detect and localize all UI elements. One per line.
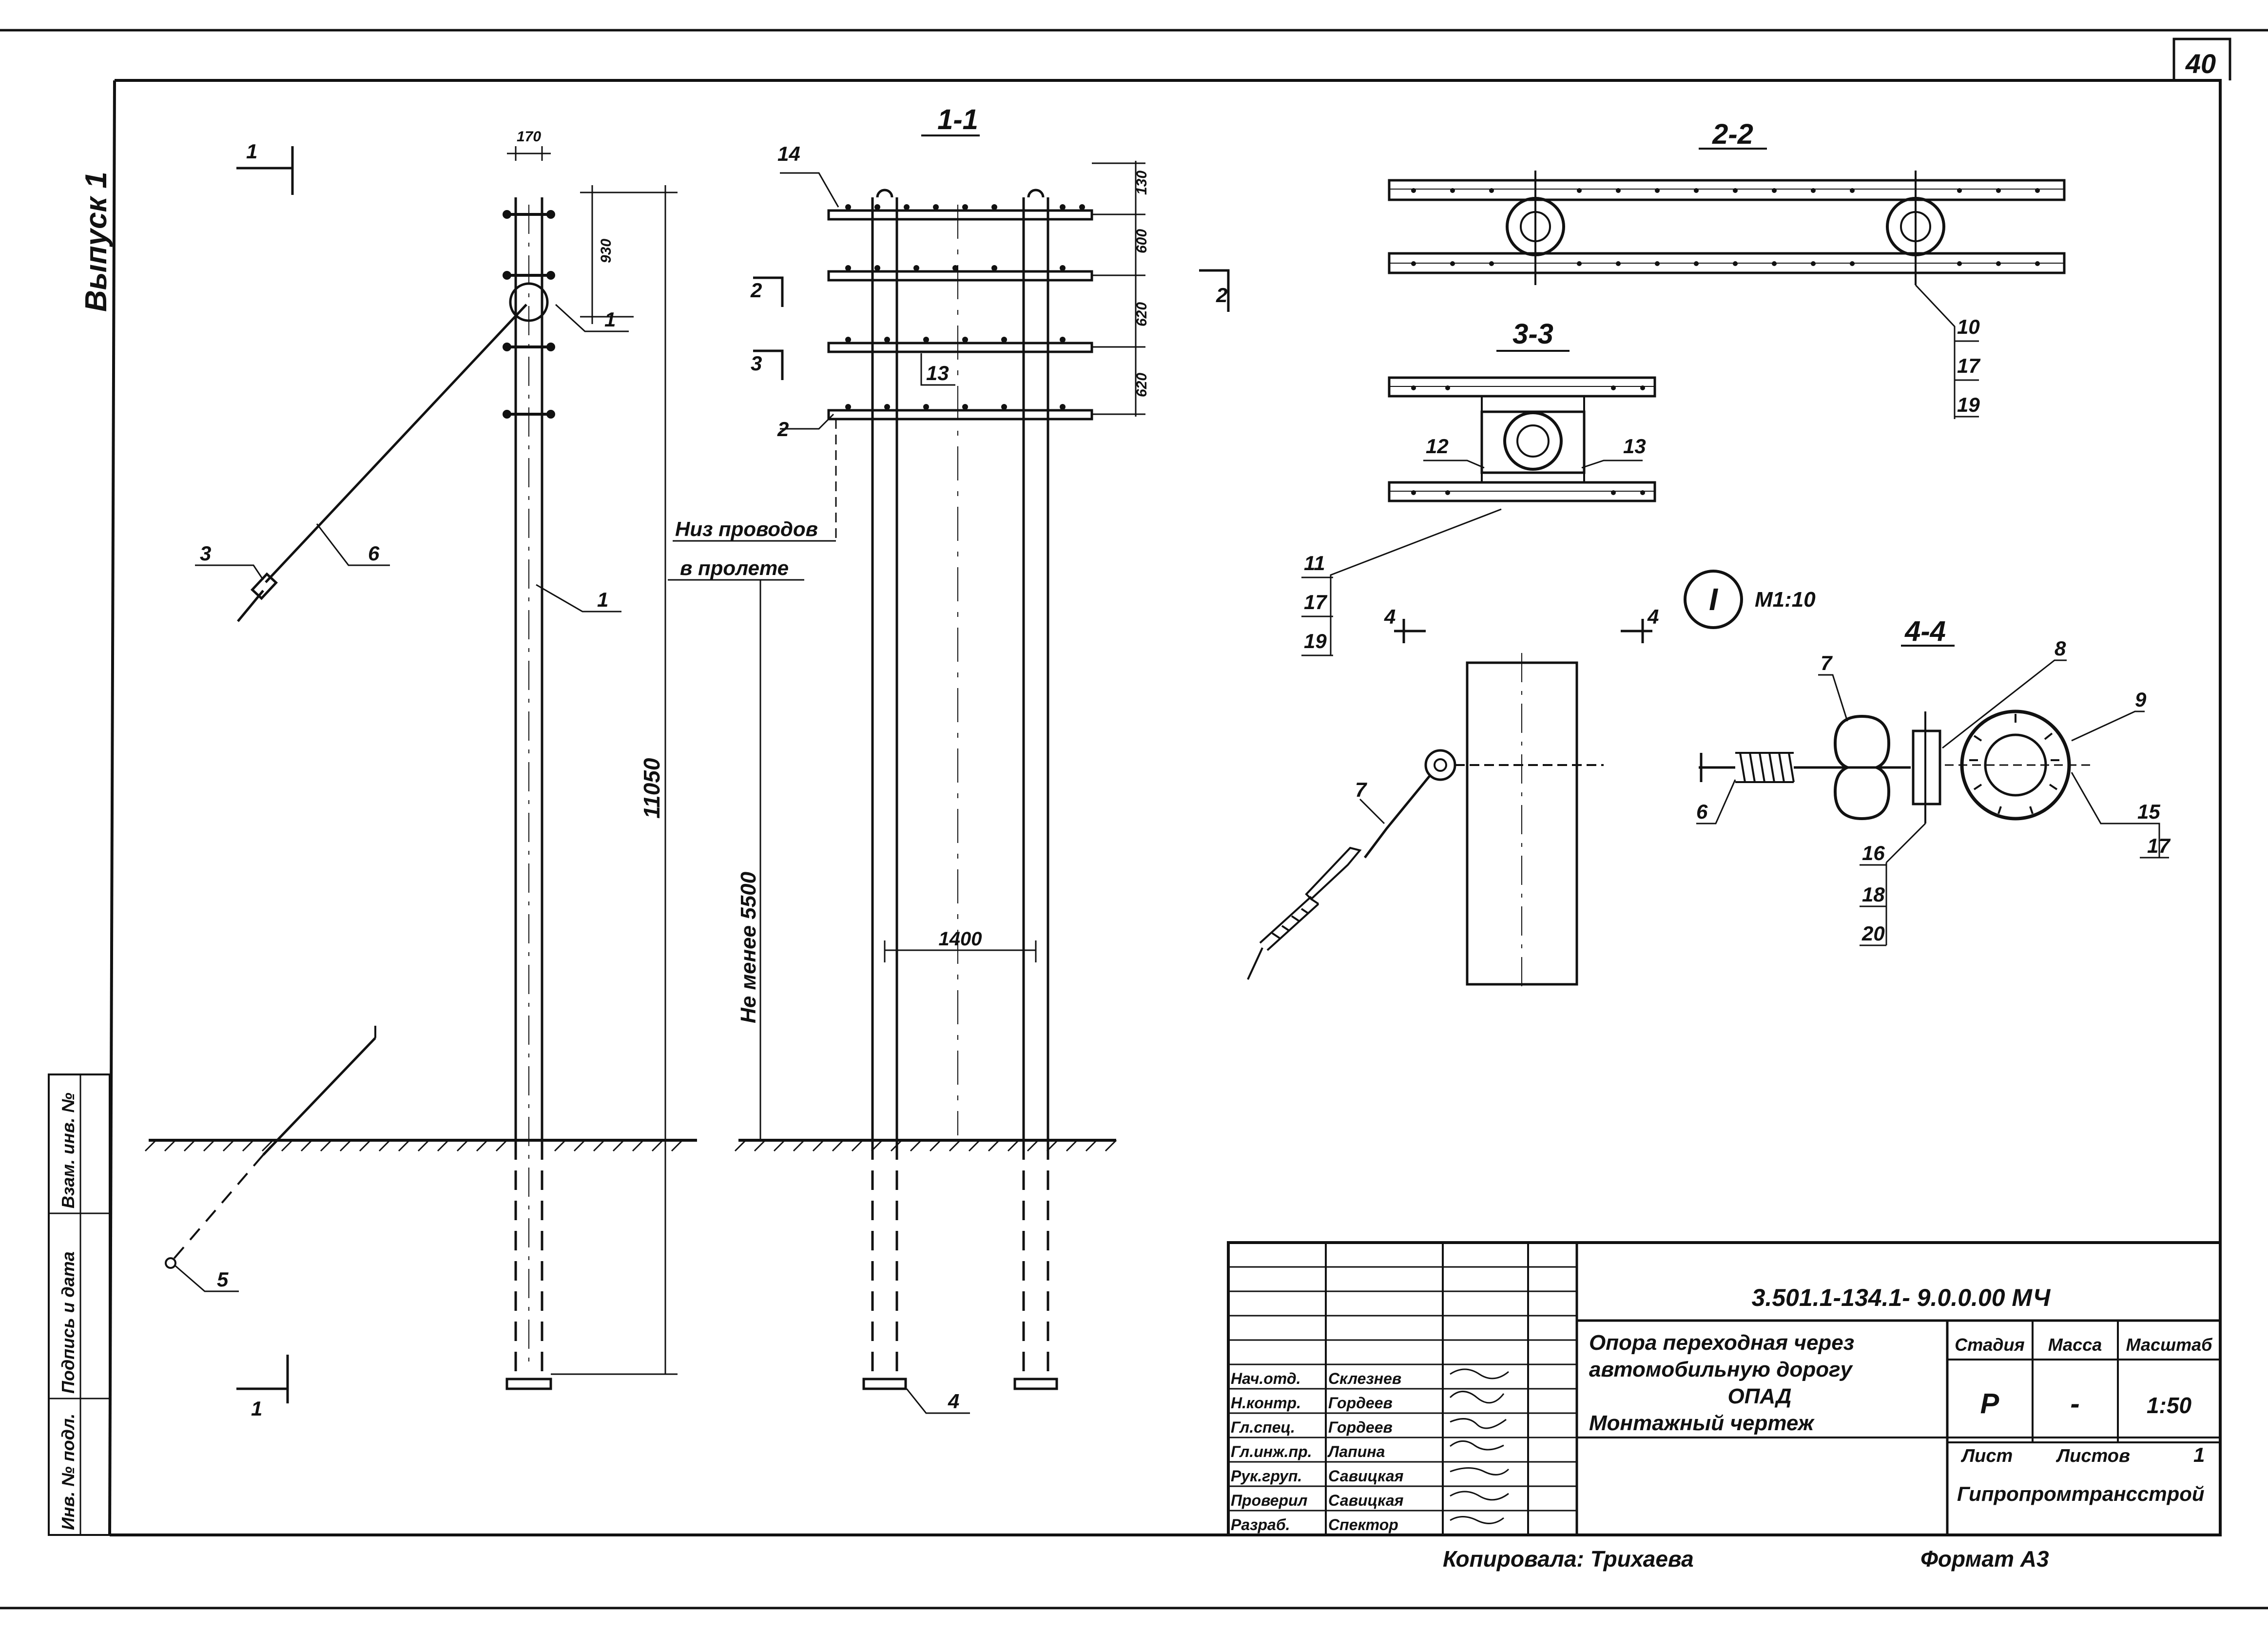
title-block-roles: Нач.отд. Склезнев Н.контр. Гордеев Гл.сп… (1231, 1370, 1404, 1533)
callout-14: 14 (777, 142, 800, 165)
dim-height: 11050 (639, 758, 664, 819)
callout-12: 12 (1426, 435, 1449, 458)
callout-13: 13 (926, 362, 949, 384)
side-note: Выпуск 1 (79, 172, 113, 312)
section-1-1-label: 1-1 (937, 104, 978, 135)
role-name: Савицкая (1328, 1467, 1404, 1485)
format-label: Формат А3 (1920, 1546, 2049, 1572)
scale-value: 1:50 (2147, 1393, 2191, 1418)
note-sag-line2: в пролете (680, 556, 789, 579)
callout-5: 5 (217, 1268, 229, 1291)
section-2-2 (1388, 148, 2066, 419)
role-name: Лапина (1327, 1443, 1385, 1460)
role-row: Гл.инж.пр. (1231, 1443, 1312, 1460)
title-line-3: ОПАД (1727, 1384, 1791, 1408)
role-row: Н.контр. (1231, 1394, 1301, 1412)
section-4-4 (1696, 645, 2169, 946)
role-name: Гордеев (1328, 1418, 1393, 1436)
role-row: Разраб. (1231, 1516, 1290, 1533)
callout-1b: 1 (597, 588, 608, 611)
callout-19b: 19 (1304, 630, 1327, 652)
note-sag-line1: Низ проводов (675, 517, 818, 540)
callout-11: 11 (1304, 552, 1325, 575)
front-view (144, 146, 697, 1403)
section-4-4-label: 4-4 (1904, 615, 1946, 647)
copied-by: Копировала: Трихаева (1443, 1546, 1694, 1572)
callout-17c: 17 (2147, 834, 2171, 857)
title-line-1: Опора переходная через (1589, 1331, 1854, 1355)
sheets-label: Листов (2055, 1446, 2130, 1466)
callout-4: 4 (948, 1390, 959, 1413)
callout-16: 16 (1862, 842, 1885, 864)
callout-17b: 17 (1304, 591, 1327, 613)
sheet-number: 40 (2185, 48, 2216, 79)
role-row: Гл.спец. (1231, 1418, 1295, 1436)
dim-spacing-4: 620 (1134, 373, 1150, 397)
callout-19a: 19 (1957, 393, 1980, 416)
cut-3-label: 3 (751, 352, 762, 375)
callout-7: 7 (1821, 652, 1833, 674)
detail-I-label: I (1709, 582, 1718, 617)
callout-6: 6 (368, 542, 380, 565)
stage-label: Стадия (1955, 1335, 2024, 1355)
dim-930: 930 (598, 239, 614, 263)
title-block (1227, 1241, 2222, 1536)
callout-13b: 13 (1623, 435, 1646, 458)
callout-20: 20 (1861, 922, 1885, 945)
dim-width: 1400 (939, 928, 982, 950)
dim-spacing-3: 620 (1134, 302, 1150, 326)
sheet-label: Лист (1960, 1446, 2013, 1466)
role-row: Рук.груп. (1231, 1467, 1302, 1485)
title-line-2: автомобильную дорогу (1589, 1358, 1854, 1381)
scale-label: Масштаб (2126, 1335, 2213, 1355)
cut-1-bottom-label: 1 (251, 1397, 262, 1420)
dim-not-less: Не менее 5500 (737, 871, 760, 1023)
dim-top-width: 170 (517, 129, 541, 145)
role-row: Нач.отд. (1231, 1370, 1300, 1387)
callout-7b: 7 (1355, 778, 1367, 801)
section-2-2-label: 2-2 (1712, 118, 1753, 150)
role-name: Гордеев (1328, 1394, 1393, 1412)
cut-1-top-label: 1 (246, 140, 257, 163)
cut-2-right-label: 2 (1216, 284, 1227, 307)
callout-2: 2 (777, 418, 789, 441)
callout-10: 10 (1957, 315, 1980, 338)
section-3-3-label: 3-3 (1512, 318, 1553, 350)
dim-spacing-1: 130 (1134, 171, 1150, 195)
callout-3: 3 (200, 542, 211, 565)
role-name: Спектор (1328, 1516, 1398, 1533)
callout-8: 8 (2055, 637, 2066, 660)
cut-4-right-label: 4 (1647, 605, 1659, 628)
callout-18: 18 (1862, 883, 1885, 906)
callout-17a: 17 (1957, 354, 1980, 377)
callout-6b: 6 (1696, 800, 1708, 823)
stamp-cell-inv: Инв. № подл. (58, 1414, 78, 1530)
section-1-1 (668, 134, 1230, 1414)
stamp-cell-replace: Взам. инв. № (58, 1092, 78, 1208)
role-name: Склезнев (1328, 1370, 1401, 1387)
callout-15: 15 (2137, 800, 2160, 823)
role-row: Проверил (1231, 1492, 1308, 1509)
mass-label: Масса (2048, 1335, 2102, 1355)
stage-value: Р (1980, 1388, 1999, 1419)
mass-value: - (2070, 1388, 2079, 1419)
callout-1: 1 (604, 308, 616, 331)
dim-spacing-2: 600 (1134, 229, 1150, 253)
callout-9: 9 (2135, 688, 2147, 711)
role-name: Савицкая (1328, 1492, 1404, 1509)
cut-2-label: 2 (750, 279, 762, 302)
stamp-cell-sign: Подпись и дата (58, 1251, 78, 1394)
detail-I (1247, 570, 1743, 994)
detail-scale: М1:10 (1755, 588, 1816, 612)
left-stamp: Инв. № подл. Подпись и дата Взам. инв. № (48, 1073, 111, 1536)
organization: Гипропромтрансстрой (1957, 1482, 2205, 1505)
cut-4-left-label: 4 (1384, 605, 1396, 628)
doc-code: 3.501.1-134.1- 9.0.0.00 МЧ (1752, 1284, 2051, 1311)
sheets-value: 1 (2193, 1443, 2205, 1466)
section-3-3 (1301, 350, 1656, 656)
title-subtitle: Монтажный чертеж (1589, 1411, 1815, 1435)
